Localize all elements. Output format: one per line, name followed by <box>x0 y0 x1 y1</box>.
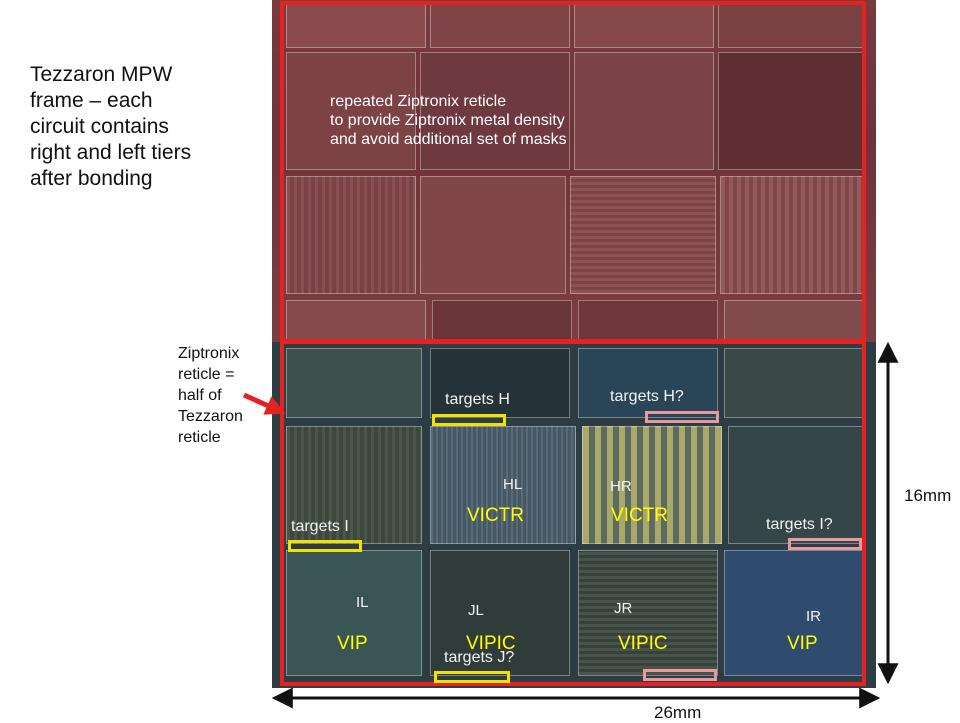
reticle-note: repeated Ziptronix reticle to provide Zi… <box>330 92 650 149</box>
targets-h-box <box>432 414 506 426</box>
die-cell <box>430 348 570 418</box>
targets-h-label: targets H <box>445 391 510 408</box>
die-cell <box>724 300 864 340</box>
die-cell <box>720 176 864 294</box>
lower-reticle-frame <box>280 340 866 686</box>
reticle-image <box>272 0 876 688</box>
targets-i-right-label: targets I? <box>766 516 833 533</box>
die-cell <box>286 52 416 170</box>
note-line: to provide Ziptronix metal density <box>330 112 565 129</box>
cell-label-jr: JR <box>614 600 633 617</box>
width-dimension-label: 26mm <box>654 703 702 722</box>
die-cell <box>286 426 422 544</box>
targets-j-label: targets J? <box>444 649 515 666</box>
chip-vipic-right: VIPIC <box>618 633 668 654</box>
intro-description: Tezzaron MPW frame – each circuit contai… <box>30 62 270 192</box>
die-cell <box>728 426 864 544</box>
callout-line: half of <box>178 387 222 404</box>
die-cell <box>578 348 718 418</box>
die-cell <box>430 426 576 544</box>
callout-line: reticle = <box>178 366 235 383</box>
die-cell <box>582 426 722 544</box>
die-cell <box>578 550 718 676</box>
die-cell <box>286 300 426 340</box>
targets-i-right-box <box>788 538 862 550</box>
callout-line: reticle <box>178 429 221 446</box>
callout-arrow <box>242 392 286 415</box>
cell-label-hr: HR <box>610 478 632 495</box>
chip-vip-left: VIP <box>337 633 368 654</box>
intro-line: circuit contains <box>30 115 169 138</box>
targets-j-box <box>434 671 510 683</box>
intro-line: frame – each <box>30 89 153 112</box>
cell-label-jl: JL <box>468 602 484 619</box>
cell-label-ir: IR <box>806 608 821 625</box>
die-cell <box>286 4 426 48</box>
intro-line: right and left tiers <box>30 141 192 164</box>
cell-label-il: IL <box>356 594 369 611</box>
chip-vip-right: VIP <box>787 633 818 654</box>
die-cell <box>718 52 864 170</box>
chip-victr-right: VICTR <box>611 505 668 526</box>
lower-reticle-band <box>272 342 876 688</box>
die-cell <box>724 348 864 418</box>
die-cell <box>420 176 566 294</box>
targets-i-label: targets I <box>291 518 349 535</box>
die-cell <box>578 300 718 340</box>
upper-reticle-band <box>272 0 876 342</box>
die-cell <box>286 176 416 294</box>
height-dimension-label: 16mm <box>904 486 952 505</box>
targets-h-right-label: targets H? <box>610 388 684 405</box>
chip-vipic-left: VIPIC <box>466 633 516 654</box>
callout-line: Tezzaron <box>178 408 243 425</box>
note-line: and avoid additional set of masks <box>330 131 567 148</box>
die-cell <box>286 348 422 418</box>
chip-victr-left: VICTR <box>467 505 524 526</box>
die-cell <box>420 52 570 170</box>
targets-j-right-box <box>643 669 717 681</box>
die-cell <box>286 550 422 676</box>
note-line: repeated Ziptronix reticle <box>330 93 507 110</box>
callout-line: Ziptronix <box>178 345 240 362</box>
die-cell <box>570 176 716 294</box>
targets-i-box <box>288 540 362 552</box>
reticle-callout: Ziptronix reticle = half of Tezzaron ret… <box>178 343 273 448</box>
intro-line: after bonding <box>30 167 153 190</box>
targets-h-right-box <box>645 411 719 423</box>
intro-line: Tezzaron MPW <box>30 63 173 86</box>
die-cell <box>574 52 714 170</box>
die-cell <box>430 550 570 676</box>
cell-label-hl: HL <box>503 476 523 493</box>
